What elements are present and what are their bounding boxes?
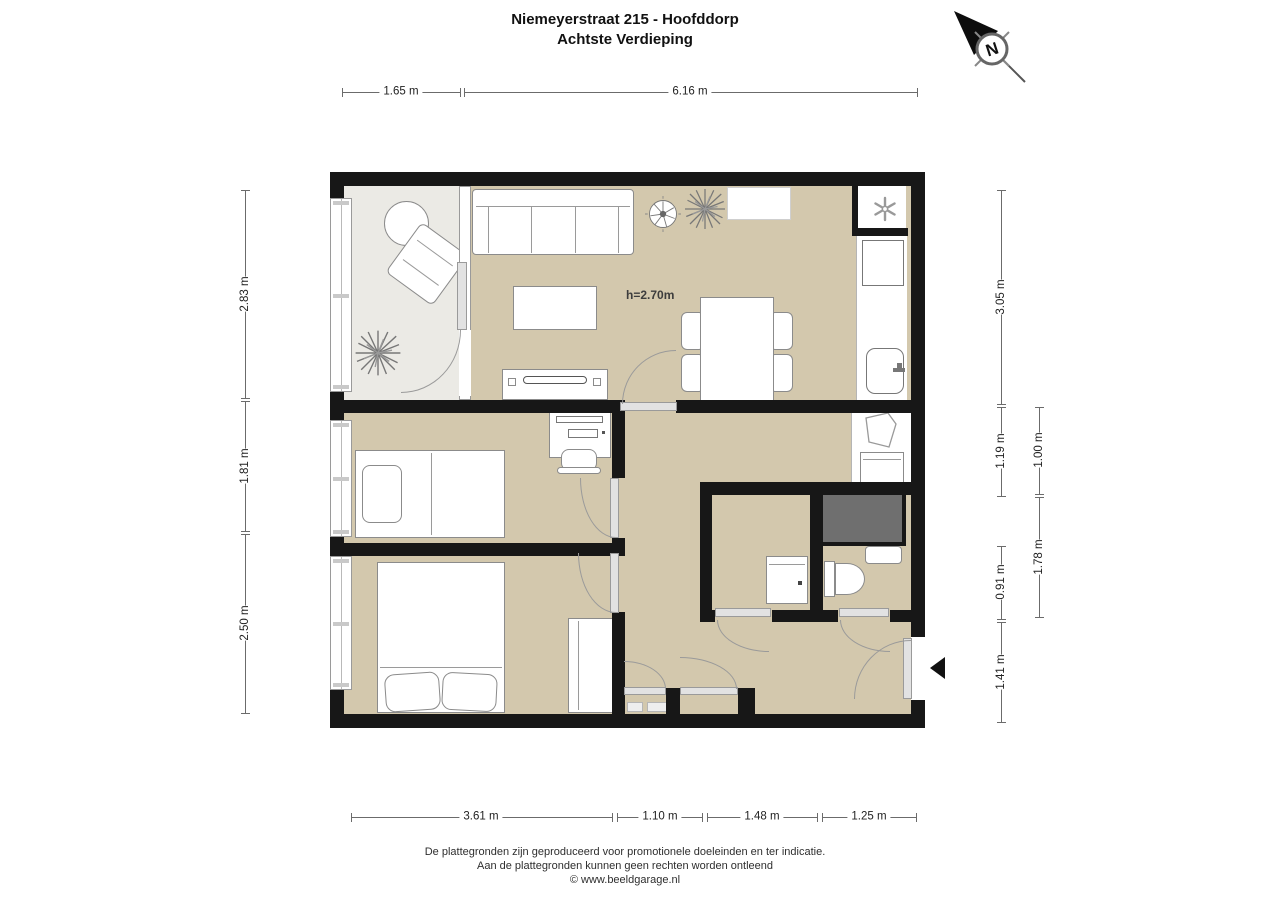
washbasin — [858, 410, 902, 452]
toilet-door — [839, 608, 889, 617]
window — [330, 556, 352, 690]
wall-segment — [666, 688, 680, 714]
wall-segment — [852, 186, 858, 232]
ventilation-unit-icon — [870, 194, 900, 224]
storage-door — [715, 608, 771, 617]
washing-machine — [766, 556, 808, 604]
wall-segment — [738, 688, 755, 714]
compass-icon: N — [945, 2, 1035, 92]
entrance-opening — [911, 637, 925, 700]
floor-main — [462, 186, 911, 714]
plant-icon — [350, 325, 406, 381]
sofa — [472, 189, 634, 255]
ceiling-height-label: h=2.70m — [626, 288, 675, 302]
sideboard — [727, 187, 791, 220]
plant-icon — [680, 184, 730, 234]
meter-box — [627, 702, 643, 712]
wall-segment — [700, 610, 715, 622]
dimension-label: 6.16 m — [668, 85, 712, 98]
dimension-label: 1.65 m — [379, 85, 423, 98]
dining-table — [700, 297, 774, 401]
dimension-label: 3.61 m — [459, 810, 503, 823]
dimension-label: 2.50 m — [235, 605, 255, 641]
dimension-label: 1.81 m — [235, 448, 255, 484]
dimension-label: 1.19 m — [991, 433, 1011, 469]
disclaimer-line: De plattegronden zijn geproduceerd voor … — [424, 846, 826, 858]
dimension-label: 1.48 m — [740, 810, 784, 823]
footer-disclaimer: De plattegronden zijn geproduceerd voor … — [325, 845, 925, 887]
meter-box — [647, 702, 667, 712]
compass-north-label: N — [983, 39, 1001, 61]
dimension-label: 1.78 m — [1029, 539, 1049, 575]
ceiling-fan-icon — [645, 196, 681, 232]
entrance-arrow-icon — [930, 657, 945, 679]
window — [330, 420, 352, 537]
pillow — [362, 465, 402, 523]
dimension-label: 2.83 m — [235, 276, 255, 312]
duct-shaft — [819, 491, 906, 546]
wall-segment — [676, 400, 911, 413]
wall-segment — [911, 172, 925, 728]
tv-cabinet — [502, 369, 608, 400]
pillow — [383, 671, 442, 713]
wall-segment — [612, 538, 625, 556]
cooktop — [862, 240, 904, 286]
toilet-cistern — [824, 561, 835, 597]
dimension-label: 1.10 m — [638, 810, 682, 823]
wall-segment — [890, 610, 911, 622]
floor-subtitle: Achtste Verdieping — [557, 31, 693, 48]
dimension-label: 1.41 m — [991, 654, 1011, 690]
window — [330, 198, 352, 392]
dimension-label: 1.00 m — [1029, 432, 1049, 468]
copyright-line: © www.beeldgarage.nl — [569, 874, 681, 886]
kitchen-sink — [866, 348, 905, 394]
wall-segment — [330, 714, 925, 728]
wardrobe — [568, 618, 615, 713]
hand-basin — [865, 546, 902, 564]
disclaimer-line: Aan de plattegronden kunnen geen rechten… — [476, 860, 773, 872]
wall-segment — [330, 400, 620, 413]
dimension-label: 1.25 m — [847, 810, 891, 823]
wall-segment — [330, 172, 925, 186]
toilet — [835, 563, 865, 595]
balcony-door-opening — [459, 330, 471, 396]
desk-chair-back — [557, 467, 601, 474]
page-title: Niemeyerstraat 215 - Hoofddorp — [511, 11, 739, 28]
single-bed — [355, 450, 505, 538]
wall-segment — [344, 543, 612, 556]
wall-segment — [612, 400, 625, 478]
balcony-door — [457, 262, 467, 330]
wall-segment — [612, 612, 625, 728]
wall-segment — [700, 482, 712, 622]
coffee-table — [513, 286, 597, 330]
dimension-label: 0.91 m — [991, 564, 1011, 600]
wall-segment — [852, 228, 908, 236]
wall-segment — [772, 610, 838, 622]
pillow — [441, 671, 498, 713]
dimension-label: 3.05 m — [991, 279, 1011, 315]
desk — [549, 412, 611, 458]
double-bed — [377, 562, 505, 713]
page-title-block: Niemeyerstraat 215 - Hoofddorp Achtste V… — [325, 10, 925, 50]
